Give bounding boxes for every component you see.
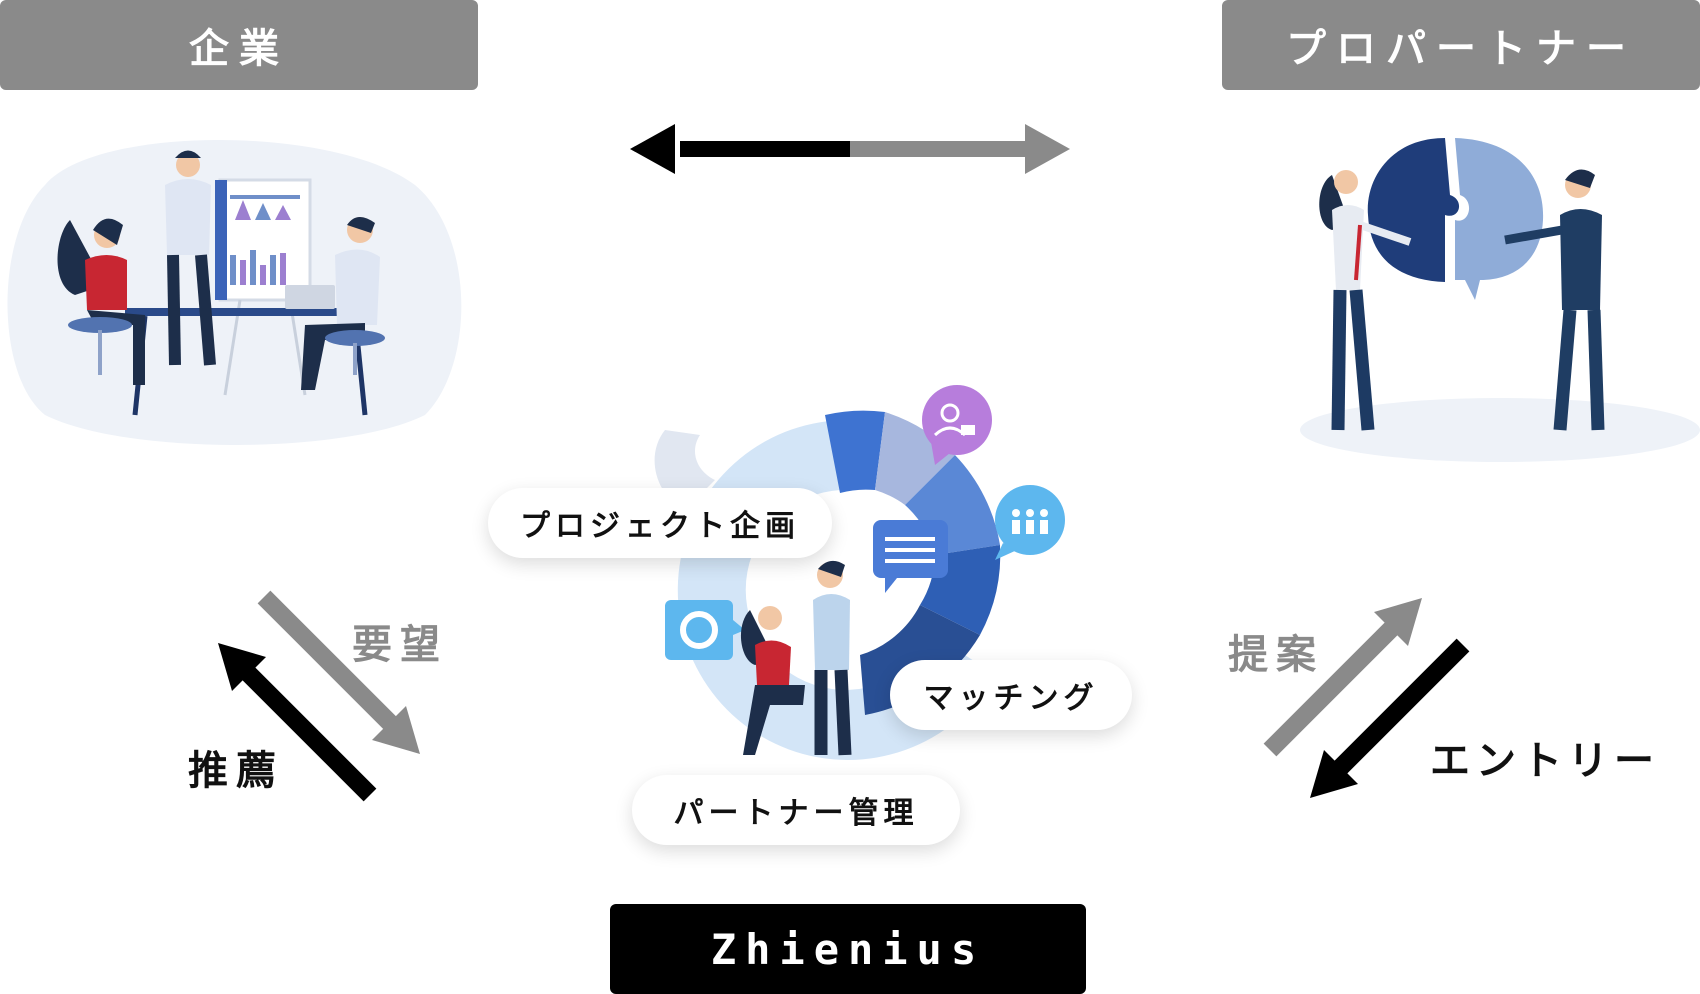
zhienius-brand-label: Zhienius xyxy=(710,924,986,974)
request-arrow-head xyxy=(372,706,420,754)
laptop xyxy=(285,285,335,309)
company-meeting-illustration xyxy=(7,140,462,445)
ring-segment-1 xyxy=(825,410,885,493)
company-header-label: 企業 xyxy=(189,26,289,72)
matching-label: マッチング xyxy=(923,681,1099,716)
company-header: 企業 xyxy=(0,0,478,90)
top-arrow-gray-shaft xyxy=(850,141,1030,157)
partner-management-label: パートナー管理 xyxy=(673,796,919,831)
meeting-table xyxy=(125,308,375,316)
recommend-arrow-head xyxy=(218,643,266,691)
entry-arrow-head xyxy=(1310,750,1358,798)
puzzle-left-half xyxy=(1367,138,1460,282)
project-planning-label: プロジェクト企画 xyxy=(520,509,800,544)
top-arrow-black-head xyxy=(630,124,675,174)
zhienius-brand-box: Zhienius xyxy=(610,904,1086,994)
proposal-arrow-head xyxy=(1374,598,1422,646)
partner-management-pill: パートナー管理 xyxy=(632,775,960,845)
partner-puzzle-illustration xyxy=(1300,138,1700,462)
ring-segment-2 xyxy=(875,412,955,505)
proposal-label: 提案 xyxy=(1228,632,1324,678)
video-user-icon xyxy=(922,385,992,455)
pro-partner-header: プロパートナー xyxy=(1222,0,1700,90)
request-label: 要望 xyxy=(352,622,448,668)
recommend-label: 推薦 xyxy=(188,748,284,794)
pro-partner-header-label: プロパートナー xyxy=(1286,26,1636,72)
top-arrow-black-shaft xyxy=(680,141,850,157)
matching-pill: マッチング xyxy=(890,660,1132,730)
project-planning-pill: プロジェクト企画 xyxy=(488,488,832,558)
top-arrow-gray-head xyxy=(1025,124,1070,174)
entry-label: エントリー xyxy=(1430,738,1660,784)
puzzle-right-half xyxy=(1455,138,1544,300)
